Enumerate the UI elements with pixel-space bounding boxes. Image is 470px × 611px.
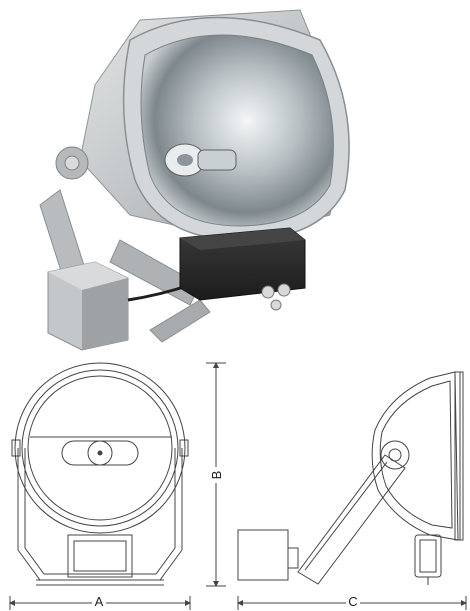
- driver-box: [179, 227, 306, 311]
- front-view-drawing: [11, 362, 189, 586]
- dimension-b-label: B: [209, 471, 224, 480]
- side-view-housing: [371, 371, 459, 541]
- side-view-mounting-plate: [237, 529, 289, 581]
- front-view-driver-box: [67, 534, 133, 578]
- mounting-plate: [47, 261, 129, 351]
- dimension-a-label: A: [95, 594, 104, 609]
- front-view-lamp: [61, 440, 139, 466]
- dimension-c-label: C: [348, 594, 357, 609]
- side-view-drawing: [237, 371, 464, 585]
- side-view-bracket-arm: [297, 454, 406, 585]
- dimension-b: B: [206, 362, 226, 587]
- dimension-c: C: [237, 593, 467, 610]
- product-render: [39, 9, 350, 351]
- reflector: [140, 34, 334, 227]
- lamp-bulb: [164, 143, 237, 177]
- side-view-driver-box: [414, 534, 442, 578]
- side-view-pivot: [380, 440, 410, 470]
- front-view-bracket: [17, 448, 183, 581]
- front-view-housing: [14, 362, 186, 534]
- dimension-a: A: [9, 593, 191, 610]
